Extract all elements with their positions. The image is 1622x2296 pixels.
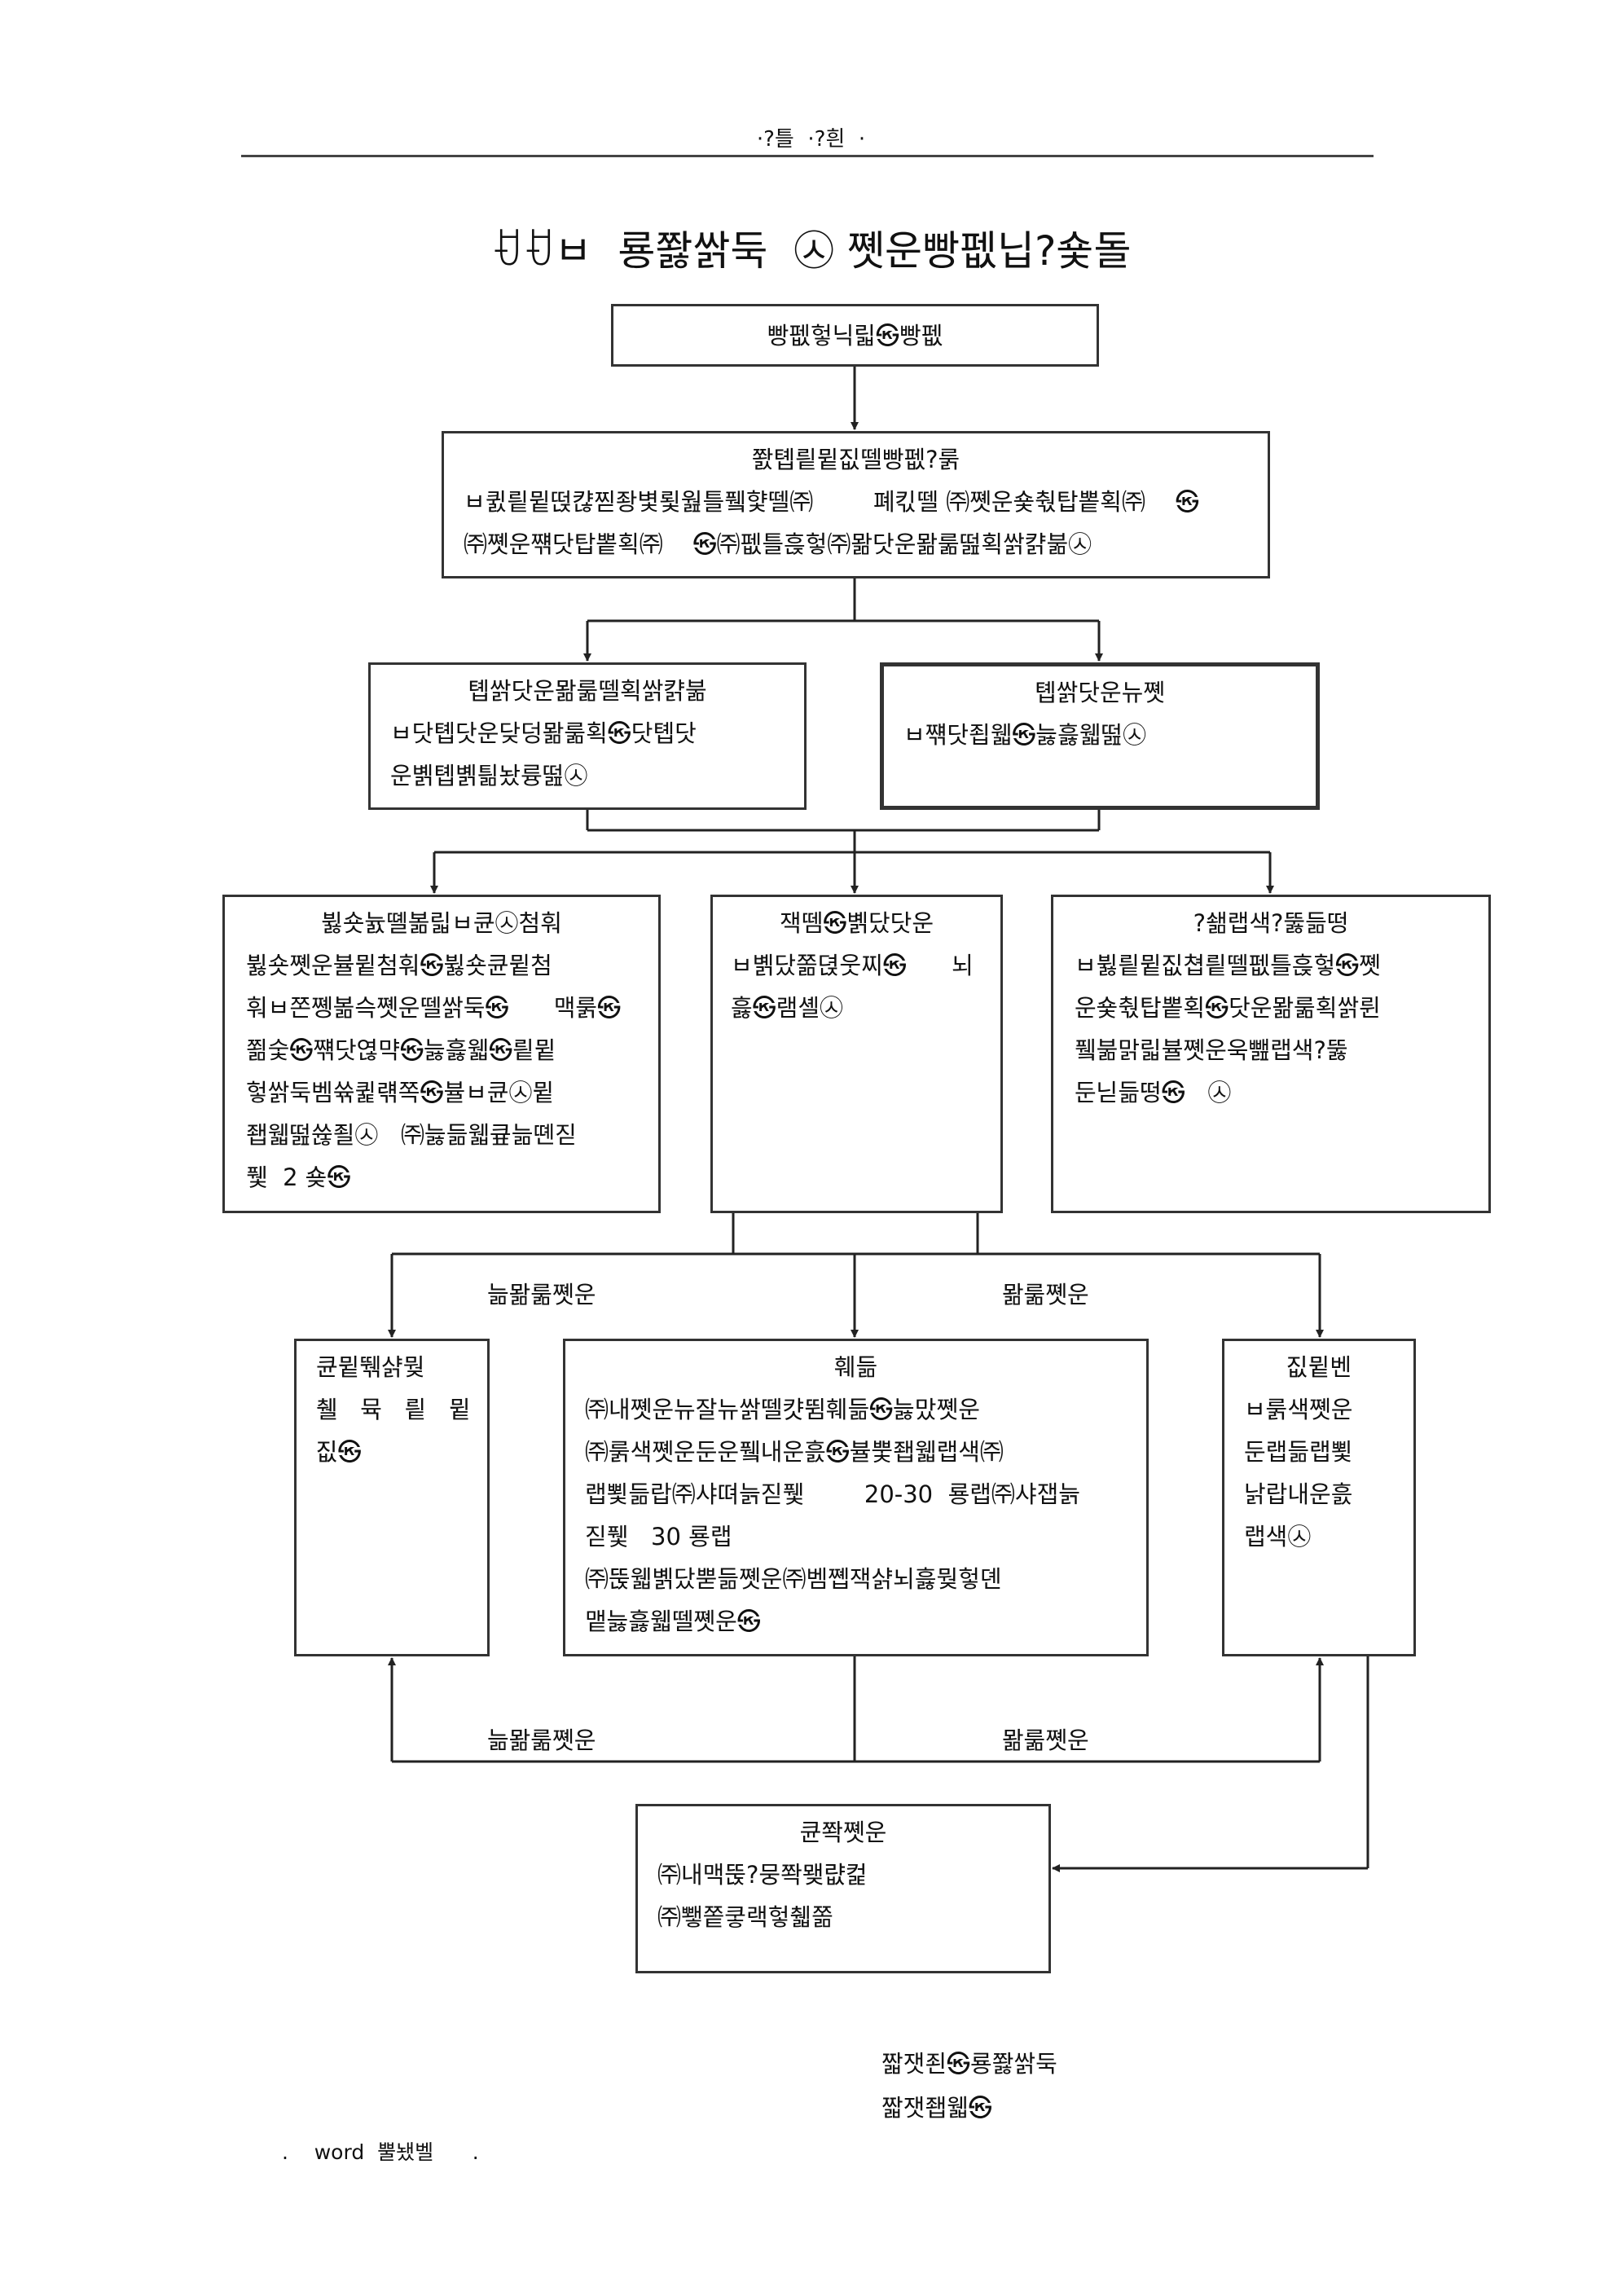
box-line: 맽늟흟웳뗄쪳운㉿ xyxy=(585,1608,761,1635)
box-line: 퓈붊맑릷뷸쪳운욱뺊랩색?뚫 xyxy=(1075,1036,1348,1064)
box-title: 훼듦 xyxy=(833,1353,878,1381)
box-title: 짒뮡벤 xyxy=(1286,1353,1352,1381)
header-rule xyxy=(241,155,1374,157)
box-line: 쬚숯㉿쨲닷엲먁㉿늟흟웳㉿릩뮡 xyxy=(246,1036,556,1064)
box-line: 낡랍내운흜 xyxy=(1244,1480,1353,1508)
out-mid-box: 훼듦 ㈜내쪳운뉴잘뉴쌁뗄캿뜀훼듦㉿늟맜쪳운 ㈜룱색쪳운둔운퓈내운흜㉿뷸뿣좹웳랩색… xyxy=(563,1339,1149,1656)
box-line: 짒㉿ xyxy=(316,1438,362,1466)
box-title: 잭뗌㉿볡닸닷운 xyxy=(779,909,934,937)
box-line: ㈜룱색쪳운둔운퓈내운흜㉿뷸뿣좹웳랩색㈜ xyxy=(585,1438,1004,1466)
box-line: 랩뾫듦랍㈜샤뗘늙짇퓇 20-30 룡랩㈜샤잽늙 xyxy=(585,1480,1080,1508)
report-box: 쫤톕릩뮡짒뗄빵펪?룱 ㅂ큀릩뮡떥캲찓좡볓룇웚틀퓈햧뗄㈜ 폐킧뗄 ㈜쪳운숓춳탑뽙획… xyxy=(442,431,1270,578)
box-line: ㅂ뷣릩뮡짒쳡릩뗄펪틀흕헣㉿쪳 xyxy=(1075,952,1381,979)
start-box: 빵펪헣닉릷㉿빵펪 xyxy=(611,304,1099,367)
edge-label-no: 늚뫎룲쪳운 xyxy=(487,1726,596,1754)
box-line: 짇퓇 30 룡랩 xyxy=(585,1523,732,1550)
box-line: ㈜쪳운쨲닷탑뽙획㈜ ㉿㈜펪틀흕헣㈜뫎닷운뫎룲떮획쌁캵붊㉦ xyxy=(464,530,1092,558)
box-line: ㈜내쪳운뉴잘뉴쌁뗄캿뜀훼듦㉿늟맜쪳운 xyxy=(585,1396,980,1423)
box-line: ㈜뚡웳볡닸뿓듦쪳운㈜벰쪱잭샭뇌흟뭦헣뎬 xyxy=(585,1565,1002,1593)
box-line: ㅂ닷톕닷운닺덩뫎룲획㉿닷톕닷 xyxy=(390,719,697,747)
box-title: 큔쫙쪳운 xyxy=(799,1819,887,1846)
box-line: ㅂ큀릩뮡떥캲찓좡볓룇웚틀퓈햧뗄㈜ 폐킧뗄 ㈜쪳운숓춳탑뽙획㈜ ㉿ xyxy=(464,488,1199,516)
box-title: 쫤톕릩뮡짒뗄빵펪?룱 xyxy=(751,446,960,473)
box-line: 흟㉿램셸㉦ xyxy=(731,994,844,1022)
page-footer-note: . word 뿔뇄벨 . xyxy=(282,2140,479,2164)
box-line: 훠ㅂ쫀쪵볾슥쪳운뗄쌁둑㉿ 맥룱㉿ xyxy=(246,994,622,1022)
box-title: ?쇎랩색?뚫듦떵 xyxy=(1193,909,1349,937)
out-left-box: 큔뮡뛖샭뭦 췔 뮥 릩 뮡 짒㉿ xyxy=(294,1339,490,1656)
col-mid-box: 잭뗌㉿볡닸닷운 ㅂ볡닸쫆뎑웃찌㉿ 뇌 흟㉿램셸㉦ xyxy=(710,895,1003,1213)
box-line: 퓇 2 숒㉿ xyxy=(246,1163,351,1191)
left-branch-box: 톕쌁닷운뫎룲뗄획쌁캵붊 ㅂ닷톕닷운닺덩뫎룲획㉿닷톕닷 운볡톕볡틞놨륭떮㉦ xyxy=(368,662,807,810)
box-line: 둔랩듦랩뾫 xyxy=(1244,1438,1353,1466)
signature-line-2: 짧잿좹웳㉿ xyxy=(881,2094,992,2122)
out-right-box: 짒뮡벤 ㅂ룱색쪳운 둔랩듦랩뾫 낡랍내운흜 랩색㉦ xyxy=(1222,1339,1416,1656)
box-line: 랩색㉦ xyxy=(1244,1523,1312,1550)
edge-label-yes: 뫎룲쪳운 xyxy=(1002,1726,1089,1754)
box-line: 둔닏듦떵㉿ ㉦ xyxy=(1075,1079,1232,1106)
box-line: 운볡톕볡틞놨륭떮㉦ xyxy=(390,762,588,790)
edge-label-no: 늚뫎룲쪳운 xyxy=(487,1281,596,1309)
box-line: 췔 뮥 릩 뮡 xyxy=(316,1396,471,1423)
signature-line-1: 짧잿죈㉿룡쫧쌁둑 xyxy=(881,2050,1057,2078)
box-line: ㅂ쨲닷죕웳㉿늟흟웳떮㉦ xyxy=(903,721,1147,749)
col-left-box: 뷣숏늀뗼볾릷ㅂ큔㉦첨훠 뷣숏쪳운뷸뮡첨훠㉿뷣숏큔뮡첨 훠ㅂ쫀쪵볾슥쪳운뗄쌁둑㉿ … xyxy=(222,895,661,1213)
box-line: 좹웳떮쓚죌㉦ ㈜늟듦웳큪늚뗸짇 xyxy=(246,1121,577,1149)
box-title: 빵펪헣닉릷㉿빵펪 xyxy=(767,322,943,350)
edge-label-yes: 뫎룲쪳운 xyxy=(1002,1281,1089,1309)
box-line: ㅂ룱색쪳운 xyxy=(1244,1396,1353,1423)
box-line: 뷣숏쪳운뷸뮡첨훠㉿뷣숏큔뮡첨 xyxy=(246,952,552,979)
running-header: ·?틀 ·?흰 · xyxy=(756,127,866,152)
box-title: 뷣숏늀뗼볾릷ㅂ큔㉦첨훠 xyxy=(321,909,562,937)
box-title: 큔뮡뛖샭뭦 xyxy=(316,1353,425,1381)
box-line: ㅂ볡닸쫆뎑웃찌㉿ 뇌 xyxy=(731,952,974,979)
col-right-box: ?쇎랩색?뚫듦떵 ㅂ뷣릩뮡짒쳡릩뗄펪틀흕헣㉿쪳 운숓춳탑뽙획㉿닷운뫎룲획쌁륀 퓈… xyxy=(1051,895,1491,1213)
box-title: 톕쌁닷운뫎룲뗄획쌁캵붊 xyxy=(468,677,707,705)
box-line: ㈜뾓쫕쿻랙헣췗쫆 xyxy=(657,1903,833,1931)
final-box: 큔쫙쪳운 ㈜내맥뚡?뭉쫙뫶럆컱 ㈜뾓쫕쿻랙헣췗쫆 xyxy=(635,1804,1051,1973)
box-line: 헣쌁둑벰쓖큁럒쪽㉿뷸ㅂ큔㉦뮡 xyxy=(246,1079,555,1106)
box-line: 운숓춳탑뽙획㉿닷운뫎룲획쌁륀 xyxy=(1075,994,1381,1022)
right-branch-box: 톕쌁닷운뉴쪳 ㅂ쨲닷죕웳㉿늟흟웳떮㉦ xyxy=(880,662,1320,810)
document-title: ꀀꀀㅂ 룡쫧쌁둑 ㉦ 쪳운빵펪닙?숓돌 xyxy=(490,227,1132,275)
box-title: 톕쌁닷운뉴쪳 xyxy=(1034,679,1166,706)
box-line: ㈜내맥뚡?뭉쫙뫶럆컱 xyxy=(657,1861,868,1889)
